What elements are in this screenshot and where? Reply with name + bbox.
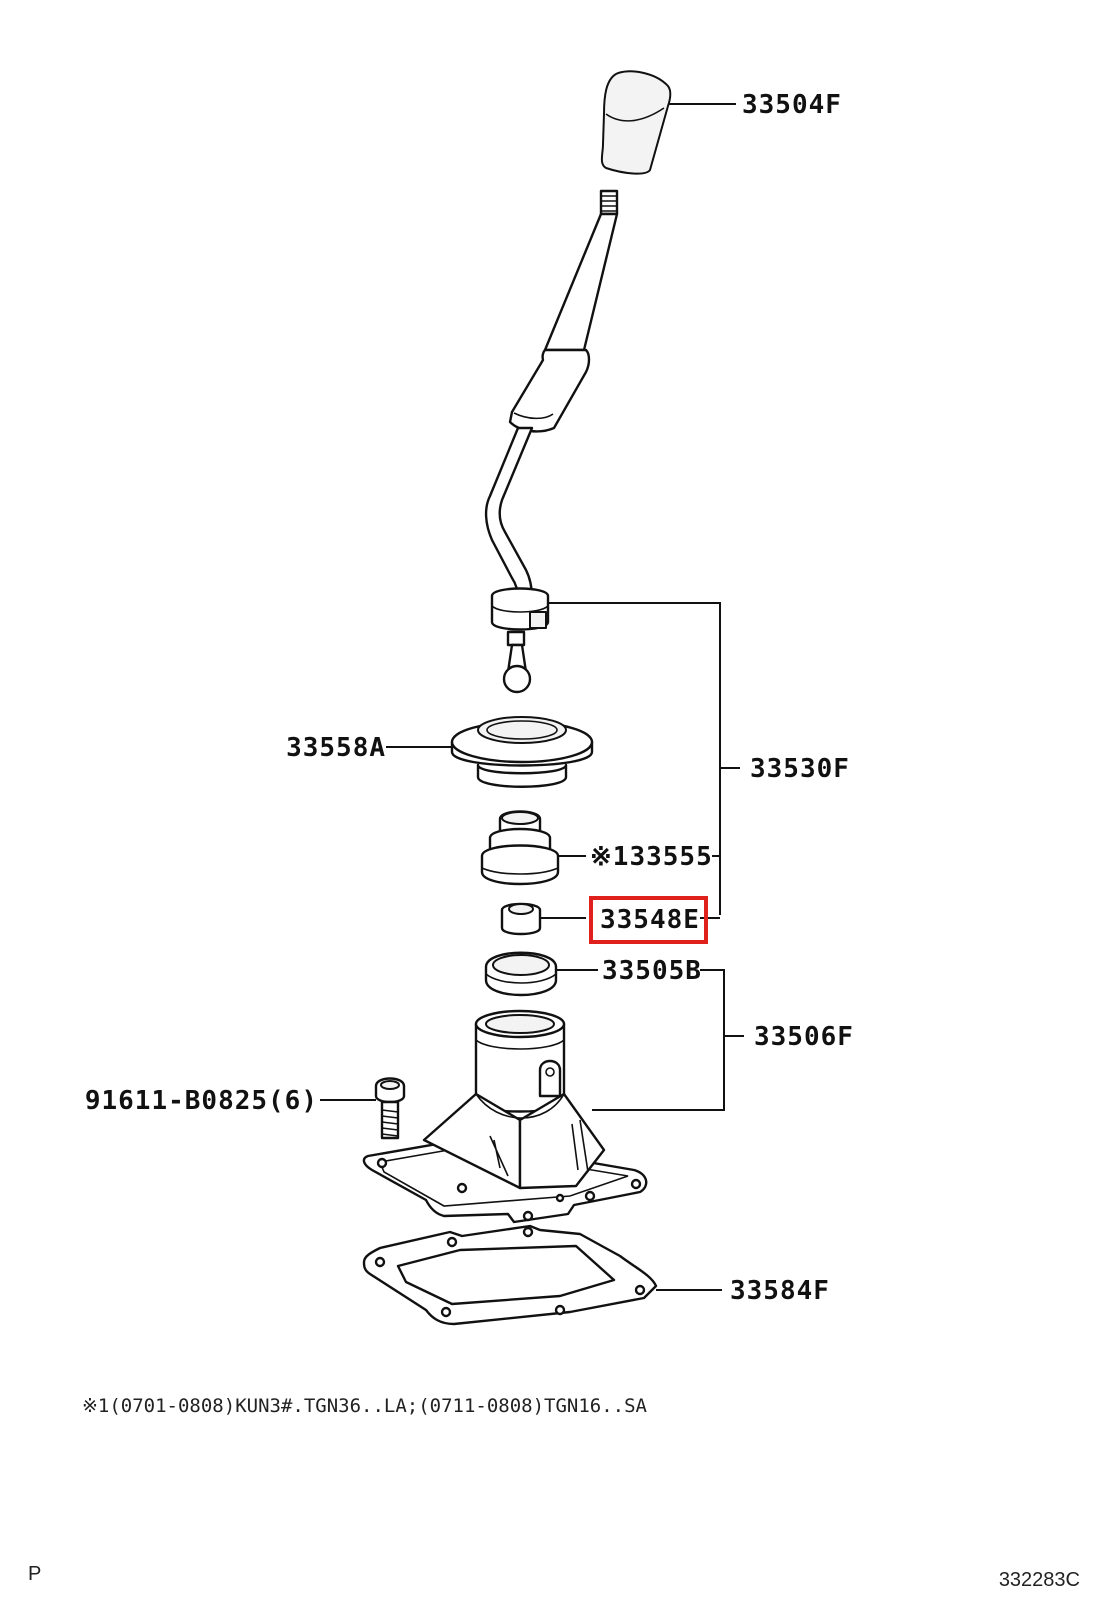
part-label-33555-number: 33555 [629,842,712,872]
part-label-33504f[interactable]: 33504F [742,90,842,120]
bracket-33530f [549,602,721,915]
part-label-33530f[interactable]: 33530F [750,754,850,784]
applicability-footnote: ※1(0701-0808)KUN3#.TGN36..LA;(0711-0808)… [82,1395,648,1417]
seat-drawing[interactable] [484,951,558,997]
bolt-drawing[interactable] [374,1077,406,1140]
retainer-drawing[interactable] [450,716,594,788]
bolt-part-number: 91611-B0825 [85,1086,268,1116]
note-marker: ※1 [590,842,629,872]
part-label-33584f[interactable]: 33584F [730,1276,830,1306]
shift-lever-drawing[interactable] [484,189,619,694]
shift-knob-drawing[interactable] [600,70,672,175]
page-corner-mark: P [28,1563,41,1585]
part-label-33506f[interactable]: 33506F [754,1022,854,1052]
housing-drawing[interactable] [362,1009,648,1224]
figure-code: 332283C [999,1569,1080,1591]
bolt-quantity: (6) [268,1086,318,1116]
part-label-33548e[interactable]: 33548E [600,905,700,935]
boot-drawing[interactable] [480,810,560,886]
bracket-33506f [592,969,725,1111]
part-label-33505b[interactable]: 33505B [602,956,702,986]
selected-part-highlight [589,896,708,944]
bushing-drawing[interactable] [500,902,542,936]
gasket-drawing[interactable] [362,1224,658,1326]
part-label-91611-b0825[interactable]: 91611-B0825(6) [85,1086,318,1116]
part-label-33555[interactable]: ※133555 [590,842,713,872]
part-label-33558a[interactable]: 33558A [286,733,386,763]
